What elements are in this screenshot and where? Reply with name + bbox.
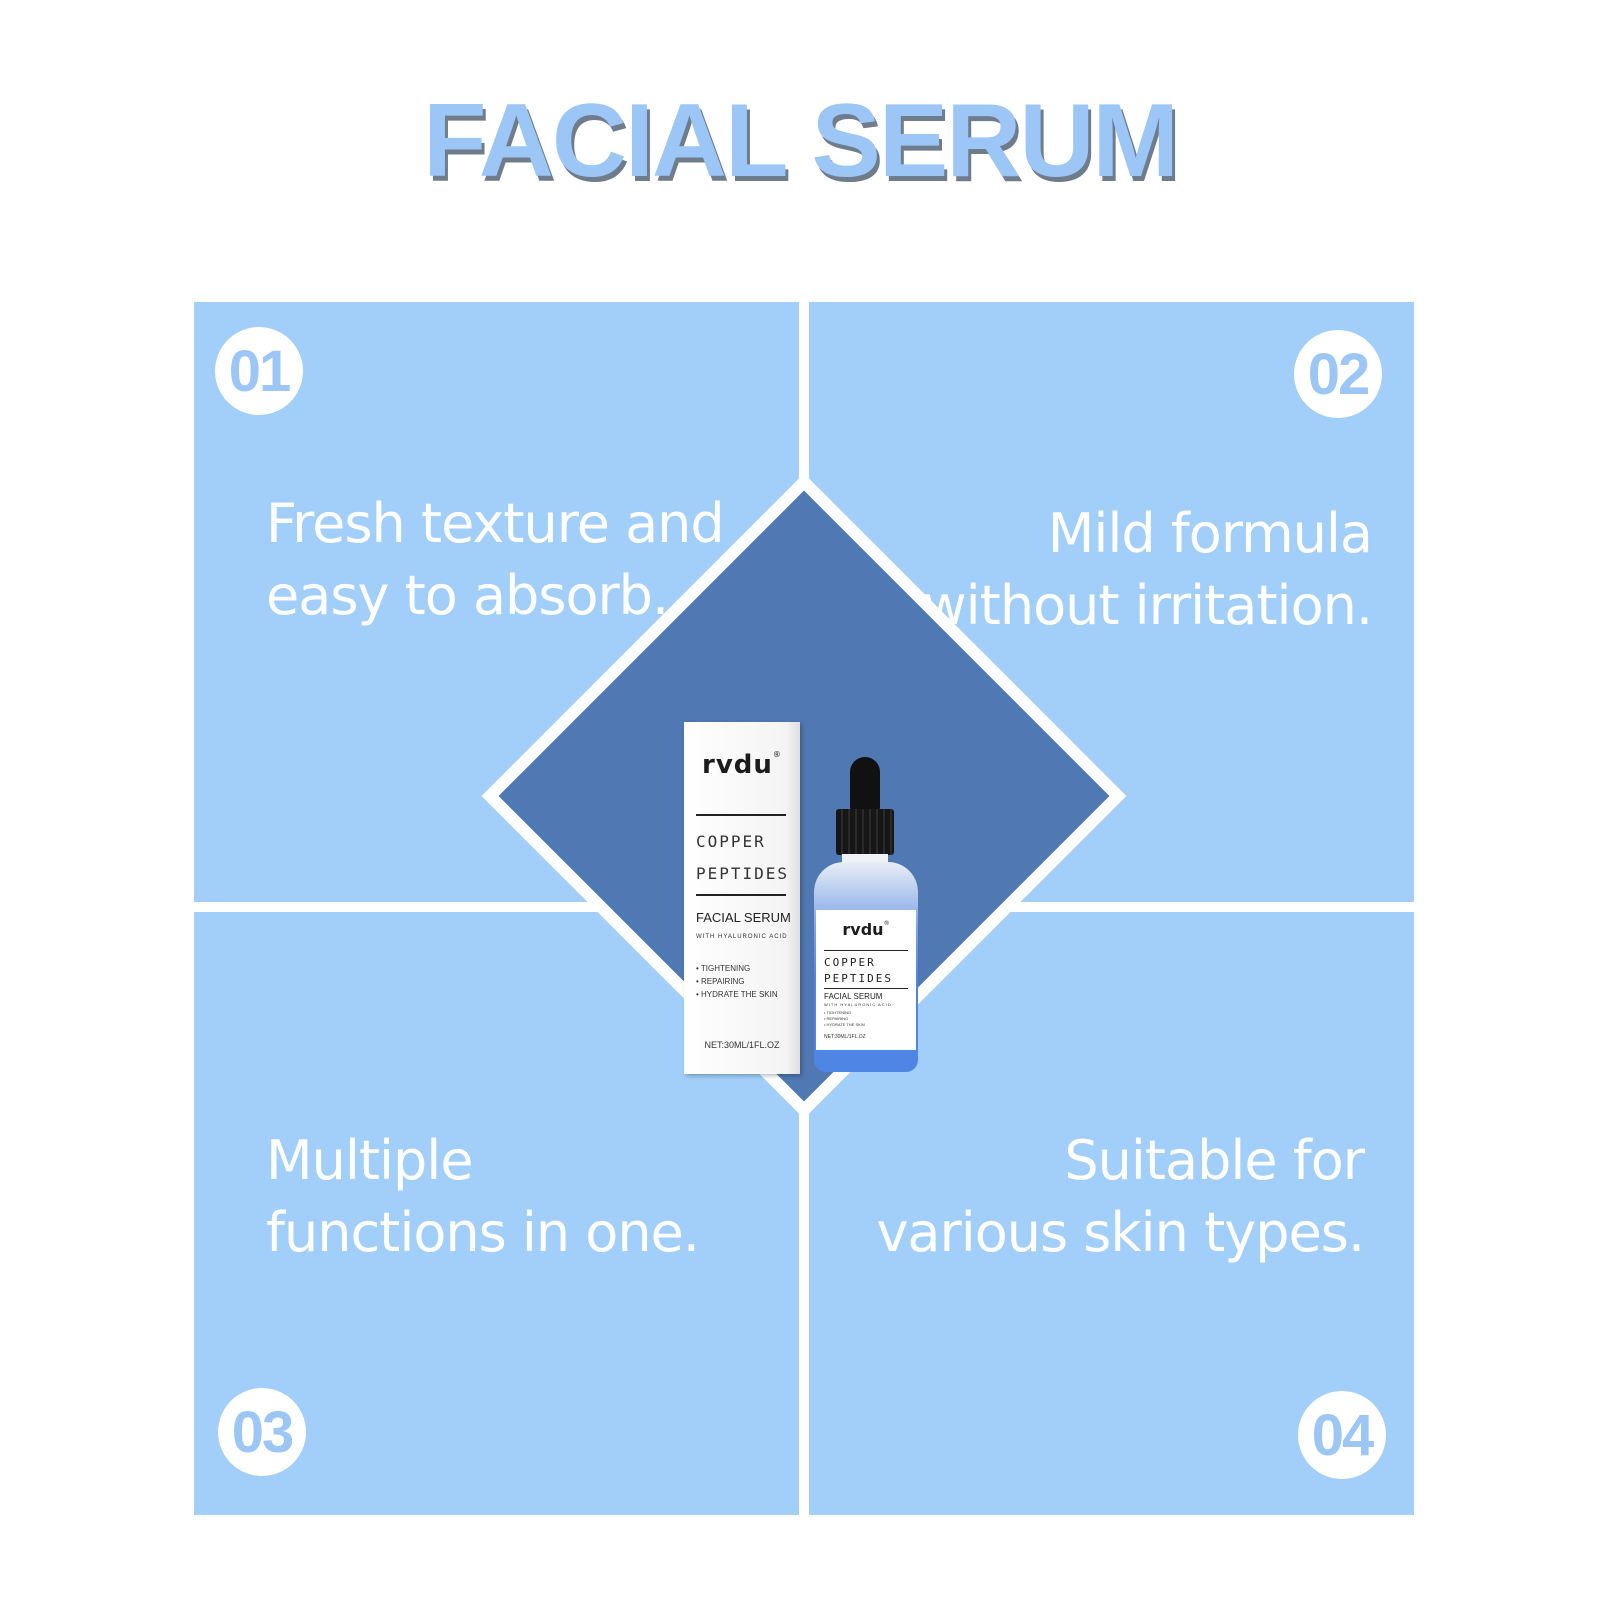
label-benefits: • TIGHTENING • REPAIRING • HYDRATE THE S… [824, 1010, 865, 1028]
feature-text-3: Multiple functions in one. [266, 1125, 700, 1269]
benefit-item: • REPAIRING [696, 977, 745, 986]
label-net-volume: NET:30ML/1FL.OZ [824, 1034, 866, 1040]
benefit-item: • TIGHTENING [696, 964, 751, 973]
feature-text-4: Suitable for various skin types. [876, 1125, 1365, 1269]
label-subtitle: WITH HYALURONIC ACID [824, 1002, 892, 1007]
benefit-item: • TIGHTENING [824, 1010, 852, 1015]
feature-text-1: Fresh texture and easy to absorb. [266, 488, 725, 632]
benefit-item: • REPAIRING [824, 1016, 849, 1021]
benefit-item: • HYDRATE THE SKIN [696, 990, 778, 999]
feature-text-line: Suitable for [1064, 1129, 1365, 1192]
box-product-name: FACIAL SERUM [696, 910, 791, 925]
feature-number-3: 03 [218, 1388, 306, 1476]
feature-text-line: various skin types. [876, 1201, 1365, 1264]
label-line-2: PEPTIDES [824, 972, 893, 985]
label-divider [824, 988, 908, 989]
label-line-1: COPPER [824, 956, 876, 969]
label-product-name: FACIAL SERUM [824, 992, 883, 1001]
feature-text-line: easy to absorb. [266, 564, 669, 627]
dropper-bulb [850, 757, 880, 813]
feature-number-1: 01 [215, 327, 303, 415]
feature-text-line: functions in one. [266, 1201, 700, 1264]
box-benefits: • TIGHTENING • REPAIRING • HYDRATE THE S… [696, 962, 778, 1001]
feature-number-2: 02 [1294, 330, 1382, 418]
label-divider [824, 950, 908, 951]
box-net-volume: NET:30ML/1FL.OZ [704, 1040, 780, 1050]
feature-text-2: Mild formula without irritation. [923, 498, 1373, 642]
feature-text-line: Mild formula [1047, 502, 1373, 565]
box-line-1: COPPER [696, 832, 766, 851]
feature-text-line: without irritation. [922, 574, 1373, 637]
benefit-item: • HYDRATE THE SKIN [824, 1022, 865, 1027]
page-title: FACIAL SERUM [422, 83, 1179, 199]
box-subtitle: WITH HYALURONIC ACID [696, 934, 788, 940]
feature-number-4: 04 [1298, 1391, 1386, 1479]
product-box: rvdu® COPPER PEPTIDES FACIAL SERUM WITH … [684, 722, 800, 1074]
dropper-cap [836, 809, 894, 855]
box-divider [696, 814, 786, 816]
box-brand-logo: rvdu® [702, 750, 782, 780]
feature-text-line: Multiple [266, 1129, 473, 1192]
box-divider [696, 894, 786, 896]
feature-text-line: Fresh texture and [266, 492, 725, 555]
bottle-brand-logo: rvdu® [842, 920, 890, 939]
box-line-2: PEPTIDES [696, 864, 790, 883]
bottle-label: rvdu® COPPER PEPTIDES FACIAL SERUM WITH … [816, 910, 916, 1050]
